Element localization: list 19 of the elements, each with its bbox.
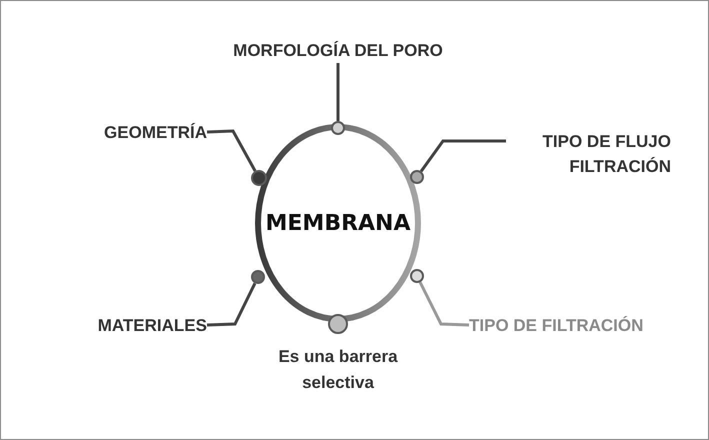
membrane-label: MEMBRANA <box>266 210 410 236</box>
ring-dot <box>251 270 265 284</box>
note-text: Es una barrera selectiva <box>277 346 399 394</box>
topic-label: MORFOLOGÍA DEL PORO <box>201 37 475 63</box>
leader-line <box>420 140 506 172</box>
ring-dot <box>410 269 424 283</box>
topic-label: TIPO DE FILTRACIÓN <box>469 312 703 338</box>
leader-line <box>418 282 470 326</box>
topic-label: MATERIALES <box>51 312 207 338</box>
ring-dot <box>251 170 267 186</box>
topic-label: TIPO DE FLUJO FILTRACIÓN <box>506 129 671 179</box>
ring-dot <box>328 314 348 334</box>
leader-line <box>336 63 340 121</box>
leader-line <box>206 129 256 172</box>
ring-dot <box>410 170 424 184</box>
membrane-ring <box>255 124 421 322</box>
ring-dot <box>331 121 345 135</box>
topic-label: GEOMETRÍA <box>57 119 207 145</box>
leader-line <box>206 282 256 326</box>
